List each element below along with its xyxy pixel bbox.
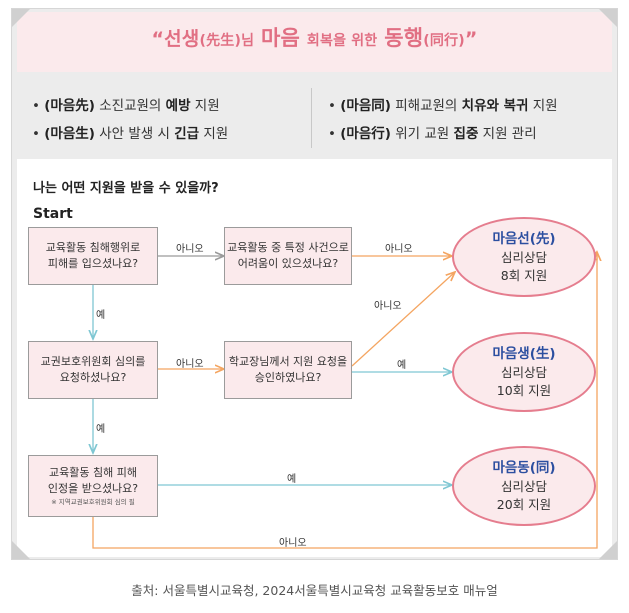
outcome-maeum-seon: 마음선(先) 심리상담 8회 지원: [452, 217, 596, 297]
flow-start-label: Start: [33, 206, 73, 222]
label-no-b2: 아니오: [385, 244, 413, 255]
label-no-b3: 아니오: [176, 359, 204, 370]
corner-br: [599, 541, 617, 559]
summary-divider: [311, 88, 312, 148]
title-bar: [17, 12, 612, 72]
label-no-b1: 아니오: [176, 244, 204, 255]
label-no-b4: 아니오: [374, 301, 402, 312]
label-no-b5: 아니오: [279, 538, 307, 549]
summary-area: [17, 78, 612, 156]
corner-tl: [12, 9, 30, 27]
infographic-title: “선생(先生)님 마음 회복을 위한 동행(同行)”: [151, 26, 478, 50]
corner-bl: [12, 541, 30, 559]
bullet-maeum-seon: • (마음先) 소진교원의 예방 지원: [32, 98, 220, 114]
outcome-maeum-saeng: 마음생(生) 심리상담 10회 지원: [452, 332, 596, 412]
flow-question: 나는 어떤 지원을 받을 수 있을까?: [33, 181, 219, 196]
bullet-maeum-saeng: • (마음生) 사안 발생 시 긴급 지원: [32, 126, 229, 142]
outcome-maeum-dong: 마음동(同) 심리상담 20회 지원: [452, 446, 596, 526]
bullet-maeum-dong: • (마음同) 피해교원의 치유와 복귀 지원: [328, 98, 558, 114]
label-yes-b3: 예: [96, 424, 106, 435]
source-caption: 출처: 서울특별시교육청, 2024서울특별시교육청 교육활동보호 매뉴얼: [131, 583, 498, 598]
arrow-b4-seon: [351, 272, 455, 367]
label-yes-b5: 예: [287, 474, 297, 485]
corner-tr: [599, 9, 617, 27]
label-yes-b4: 예: [397, 360, 407, 371]
bullet-maeum-haeng: • (마음行) 위기 교원 집중 지원 관리: [328, 126, 537, 142]
arrow-b5-seon-loop: [92, 256, 598, 549]
label-yes-b1: 예: [96, 310, 106, 321]
